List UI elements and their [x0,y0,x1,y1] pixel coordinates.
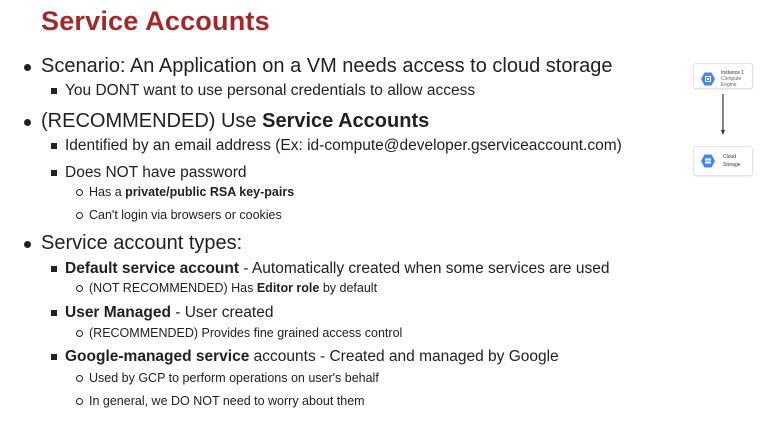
bullet-dot [24,119,31,126]
bullet-square [51,310,57,316]
bullet-user-managed: User Managed - User created [51,304,273,322]
bullet-default-sub: (NOT RECOMMENDED) Has Editor role by def… [76,281,377,295]
arrow-down-icon [721,94,725,135]
bullet-identified: Identified by an email address (Ex: id-c… [51,137,622,155]
bullet-recommended: (RECOMMENDED) Use Service Accounts [24,110,429,133]
bullet-circle [76,375,83,382]
bullet-user-sub: (RECOMMENDED) Provides fine grained acce… [76,326,402,340]
bullet-no-password: Does NOT have password [51,164,247,182]
bullet-circle [76,285,83,292]
bullet-square [51,143,57,149]
bullet-circle [76,189,83,196]
bullet-scenario: Scenario: An Application on a VM needs a… [24,55,612,78]
storage-subtitle: Storage [723,162,741,168]
bullet-circle [76,398,83,405]
compute-engine-card: Instance 1 Compute Engine [694,64,752,88]
bullet-google-managed: Google-managed service accounts - Create… [51,348,559,366]
bullet-square [51,354,57,360]
bullet-google-sub2: In general, we DO NOT need to worry abou… [76,394,365,408]
bullet-circle [76,330,83,337]
bullet-dot [24,64,31,71]
bullet-dot [24,241,31,248]
storage-title: Cloud [723,154,737,160]
bullet-square [51,88,57,94]
cloud-storage-card: Cloud Storage [694,147,752,175]
bullet-rsa-keys: Has a private/public RSA key-pairs [76,185,294,199]
bullet-cant-login: Can't login via browsers or cookies [76,208,282,222]
instance-subtitle: Compute Engine [721,76,742,88]
bullet-types: Service account types: [24,232,242,255]
bullet-scenario-sub: You DONT want to use personal credential… [51,82,475,100]
bullet-google-sub1: Used by GCP to perform operations on use… [76,371,379,385]
cloud-storage-icon [701,154,715,168]
instance-title: Instance 1 [721,70,745,76]
bullet-default-account: Default service account - Automatically … [51,260,609,278]
compute-engine-icon [701,72,715,86]
bullet-square [51,266,57,272]
bullet-circle [76,212,83,219]
slide-title: Service Accounts [41,6,270,36]
bullet-square [51,170,57,176]
